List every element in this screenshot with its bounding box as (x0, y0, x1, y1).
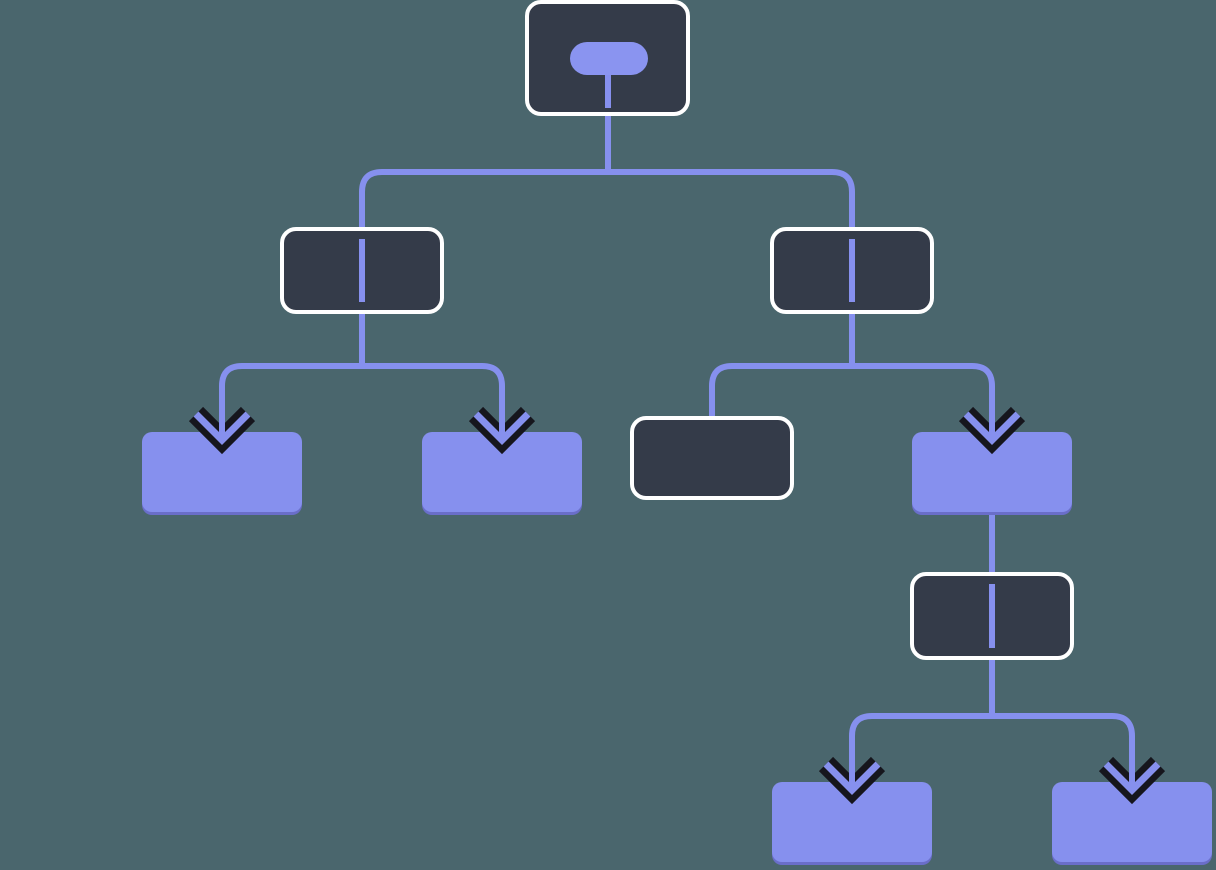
level2-right-node[interactable] (770, 227, 934, 314)
node-body (772, 782, 932, 862)
connector-root-to-level2-left (359, 169, 608, 239)
level4-dark-node[interactable] (910, 572, 1074, 660)
leaf-node-d[interactable] (1052, 782, 1212, 865)
connector-overlay-layer (188, 388, 1166, 805)
node-layer (142, 0, 1212, 865)
connector-root-to-level2-right (608, 169, 855, 239)
node-body (422, 432, 582, 512)
node-body (1052, 782, 1212, 862)
leaf-node-c[interactable] (772, 782, 932, 865)
connector-level2-right-to-level3-light (852, 363, 995, 420)
arrowhead-down-icon (468, 388, 536, 455)
root-node[interactable] (525, 0, 690, 116)
connector-layer-under (219, 108, 1135, 770)
level2-left-node[interactable] (280, 227, 444, 314)
node-pill-glyph (570, 42, 648, 75)
node-body (630, 416, 794, 500)
connector-level2-left-to-leaf-b (362, 363, 505, 420)
level3-dark-node[interactable] (630, 416, 794, 500)
leaf-node-a[interactable] (142, 432, 302, 515)
level3-light-node[interactable] (912, 432, 1072, 515)
connector-level4-to-leaf-c (849, 713, 992, 770)
arrowhead-down-icon (188, 388, 256, 455)
connector-level4-to-leaf-d (992, 713, 1135, 770)
arrowhead-down-icon (958, 388, 1026, 455)
connector-level2-right-to-level3-dark (709, 363, 852, 418)
connector-level2-left-to-leaf-a (219, 363, 362, 420)
node-body (912, 432, 1072, 512)
node-body (142, 432, 302, 512)
leaf-node-b[interactable] (422, 432, 582, 515)
arrowhead-down-icon (818, 738, 886, 805)
arrowhead-down-icon (1098, 738, 1166, 805)
